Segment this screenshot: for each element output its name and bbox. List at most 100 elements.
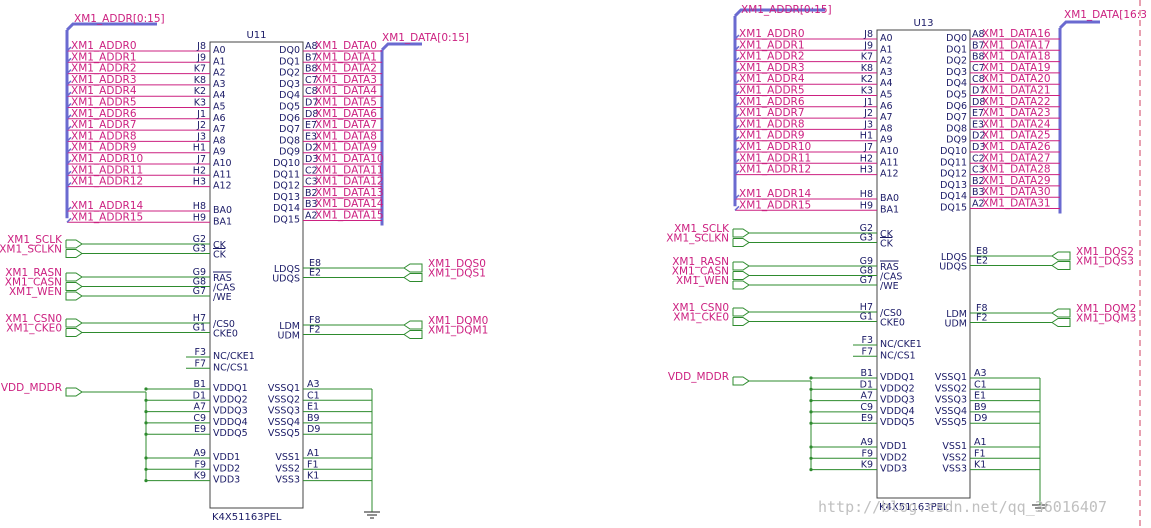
u11-addr-net-label: XM1_ADDR5 [71, 97, 137, 109]
u13-addr-net-label: XM1_ADDR0 [739, 28, 805, 40]
u11-data-pin-name: DQ8 [279, 135, 300, 146]
u13-dqs-pin-num: E8 [976, 246, 988, 257]
u13-dqs-net-label: XM1_DQS3 [1076, 256, 1134, 268]
u13-addr-pin-name: A7 [880, 112, 893, 123]
u13-ctl-connector [732, 317, 750, 326]
u13-addr-net-label: XM1_ADDR7 [739, 107, 805, 119]
u13-addr-net-label: XM1_ADDR11 [739, 152, 811, 164]
u13-nc-pin-num: F7 [861, 346, 873, 357]
u13-ba-pin-name: BA1 [880, 204, 899, 215]
u13-ba-entry [734, 194, 740, 200]
u11-ba-entry [66, 217, 72, 223]
u11-vdd-pin-name: VDD1 [213, 452, 240, 463]
u13-ctl-pin-name: /CS0 [880, 308, 902, 319]
u11-data-net-label: XM1_DATA13 [315, 187, 384, 199]
u13-data-pin-num: B7 [972, 40, 985, 51]
u13-vss-pin-num: A1 [974, 437, 987, 448]
u11-ctl-connector [65, 249, 83, 258]
u13-vss-pin-num: F1 [974, 448, 986, 459]
u13-addr-pin-name: A6 [880, 101, 893, 112]
u11-addr-pin-num: J1 [196, 109, 206, 120]
u13-ctl-pin-name: CKE0 [880, 318, 905, 329]
u11-vddq-junction [144, 387, 148, 391]
u13-ctl-pin-name: RAS [880, 262, 899, 273]
u11-addr-net-label: XM1_ADDR2 [71, 63, 137, 75]
u13-vssq-pin-name: VSSQ4 [935, 406, 967, 417]
u11-ba-pin-name: BA1 [213, 216, 232, 227]
u11-ctl-connector [65, 282, 83, 291]
u11-addr-pin-num: J8 [196, 41, 206, 52]
u11-vss-pin-name: VSS1 [275, 452, 300, 463]
u11-ba-net-label: XM1_ADDR15 [71, 211, 143, 223]
u13-vddq-pin-name: VDDQ4 [880, 406, 915, 417]
u11-ctl-net-label: XM1_RASN [5, 267, 62, 279]
u11-ctl-pin-name: /WE [213, 292, 232, 303]
u13-ctl-pin-name: /WE [880, 281, 899, 292]
u11-vss-pin-name: VSS2 [275, 463, 300, 474]
u13-data-net-label: XM1_DATA29 [982, 175, 1051, 187]
u13-ba-pin-name: BA0 [880, 193, 899, 204]
u13-addr-net-label: XM1_ADDR10 [739, 141, 811, 153]
u13-data-pin-num: E3 [972, 119, 984, 130]
u11-vddq-junction [144, 410, 148, 414]
u11-data-net-label: XM1_DATA15 [315, 210, 384, 222]
u13-addr-pin-name: A10 [880, 146, 899, 157]
u11-ctl-connector [65, 318, 83, 328]
u11-data-pin-name: DQ2 [279, 68, 300, 79]
u11-data-net-label: XM1_DATA12 [315, 176, 384, 188]
u11-data-pin-num: C3 [305, 177, 318, 188]
u11-vss-pin-num: K1 [307, 471, 319, 482]
u13-vss-pin-name: VSS3 [942, 464, 967, 475]
u11-data-pin-name: DQ10 [273, 158, 300, 169]
u11-addr-pin-num: K2 [194, 86, 206, 97]
u11-data-pin-name: DQ13 [273, 192, 300, 203]
u11-data-pin-name: DQ12 [273, 181, 300, 192]
u11-addr-pin-name: A1 [213, 56, 226, 67]
u13-addr-pin-name: A5 [880, 90, 893, 101]
u11-addr-pin-num: K8 [194, 75, 206, 86]
u11-vssq-pin-name: VSSQ5 [268, 428, 300, 439]
u11-dqs-net-label: XM1_DQS0 [428, 258, 486, 270]
u11-data-bus-top [380, 42, 422, 52]
u11-addr-net-label: XM1_ADDR4 [71, 85, 137, 97]
u11-data-net-label: XM1_DATA1 [315, 51, 377, 63]
u13-dqs-pin-name: UDQS [939, 262, 967, 273]
u13-vssq-pin-name: VSSQ5 [935, 417, 967, 428]
u13-addr-pin-num: H1 [860, 131, 873, 142]
u13-vss-pin-num: K1 [974, 460, 986, 471]
u11-ctl-pin-name: /CS0 [213, 319, 235, 330]
u11-vddq-junction [144, 421, 148, 425]
u11-vddq-junction [144, 432, 148, 436]
u11-dqs-pin-num: E8 [309, 258, 321, 269]
u11-addr-pin-num: K7 [194, 64, 206, 75]
u11-addr-pin-name: A0 [213, 45, 226, 56]
u11-vddq-pin-name: VDDQ4 [213, 417, 248, 428]
u11-data-net-label: XM1_DATA7 [315, 119, 377, 131]
u13-data-net-label: XM1_DATA17 [982, 39, 1051, 51]
u11-vssq-pin-name: VSSQ1 [268, 383, 300, 394]
u11-ctl-pin-name: CKE0 [213, 329, 238, 340]
u11-vdd-pin-name: VDD2 [213, 463, 240, 474]
u11-addr-entry [66, 57, 72, 63]
u13-addr-pin-num: J9 [863, 40, 873, 51]
u11-ctl-pin-num: G3 [193, 244, 206, 255]
u13-ctl-net-label: XM1_CKE0 [673, 312, 729, 324]
u13-ctl-connector [732, 307, 750, 317]
u13-nc-pin-name: NC/CS1 [880, 350, 916, 361]
u13-addr-pin-num: K3 [861, 86, 873, 97]
u13-data-pin-name: DQ5 [946, 90, 967, 101]
u11-addr-pin-name: A7 [213, 124, 226, 135]
u11-ctl-pin-num: G1 [193, 323, 206, 334]
u11-vdd-pin-num: K9 [194, 471, 206, 482]
u11-ctl-net-label: XM1_CSN0 [5, 313, 62, 325]
u13-dqs-pin-num: E2 [976, 256, 988, 267]
u13-dqm-pin-name: LDM [946, 309, 967, 320]
u13-data-net-label: XM1_DATA20 [982, 73, 1051, 85]
u13-ba-pin-num: H8 [860, 189, 873, 200]
u13-data-pin-name: DQ1 [946, 44, 967, 55]
u13-addr-pin-num: J3 [863, 119, 873, 130]
u11-data-pin-num: D3 [305, 154, 318, 165]
u13-dqm-connector [1051, 308, 1071, 318]
u11-vdd-pin-name: VDD3 [213, 475, 240, 486]
u13-vss-pin-name: VSS1 [942, 441, 967, 452]
